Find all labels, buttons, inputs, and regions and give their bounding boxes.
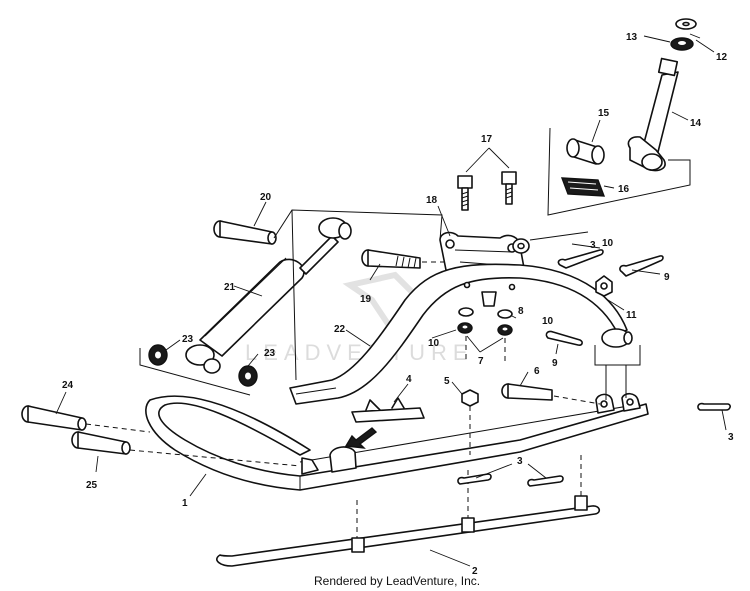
ski[interactable] (145, 392, 649, 491)
callout-3-bottom: 3 (517, 456, 523, 467)
pin-24[interactable] (21, 405, 87, 431)
washer-8[interactable] (458, 307, 513, 319)
washer-13[interactable] (670, 37, 694, 51)
bolt-19[interactable] (361, 249, 421, 269)
cotter-pin-3-right[interactable] (697, 402, 731, 411)
callout-20: 20 (260, 192, 272, 203)
callout-19: 19 (360, 294, 372, 305)
cotter-pin-3-top[interactable] (557, 249, 604, 269)
callout-labels: 12 13 14 15 16 17 18 20 21 19 22 23 23 2… (62, 32, 734, 577)
bolt-17-left[interactable] (457, 175, 473, 211)
bolt-6[interactable] (501, 383, 553, 401)
callout-21: 21 (224, 282, 236, 293)
callout-14: 14 (690, 118, 702, 129)
washer-12[interactable] (675, 18, 697, 30)
callout-3-top: 3 (590, 240, 596, 251)
spring-mount-leg (605, 365, 627, 400)
watermark-text: LEADVENTURE (245, 340, 474, 365)
bracket-4[interactable] (351, 397, 425, 423)
callout-9-middle: 9 (552, 358, 558, 369)
leader-lines (55, 33, 727, 567)
nut-5[interactable] (461, 389, 479, 407)
callout-16: 16 (618, 184, 630, 195)
cotter-pin-3-lower-right[interactable] (527, 475, 564, 487)
cotter-pin-9-middle[interactable] (545, 330, 583, 346)
nut-7-right[interactable] (497, 324, 513, 336)
nut-7-left[interactable] (457, 322, 473, 334)
bolt-17-right[interactable] (501, 171, 517, 205)
bushing-23-left[interactable] (148, 344, 168, 366)
pin-25-axis (129, 449, 301, 467)
leaf-spring[interactable] (289, 263, 633, 405)
bracket-4-arrow (344, 427, 378, 449)
rubber-pad[interactable] (560, 177, 606, 197)
callout-8: 8 (518, 306, 524, 317)
callout-22: 22 (334, 324, 346, 335)
callout-18: 18 (426, 195, 438, 206)
callout-11: 11 (626, 310, 637, 321)
credit-text: Rendered by LeadVenture, Inc. (314, 574, 480, 588)
pin-20-path (273, 209, 443, 241)
callout-15: 15 (598, 108, 610, 119)
callout-13: 13 (626, 32, 638, 43)
callout-5: 5 (444, 376, 450, 387)
callout-25: 25 (86, 480, 98, 491)
cotter-pin-9-top[interactable] (619, 255, 664, 277)
pin-25[interactable] (71, 431, 131, 455)
cotter-pin-3-lower-left[interactable] (457, 473, 492, 485)
callout-10-top: 10 (602, 238, 614, 249)
callout-23-left: 23 (182, 334, 194, 345)
callout-10-right: 10 (542, 316, 554, 327)
callout-12: 12 (716, 52, 728, 63)
callout-3-right: 3 (728, 432, 734, 443)
callout-17: 17 (481, 134, 493, 145)
washer-10[interactable] (512, 238, 530, 254)
nut-11[interactable] (595, 275, 613, 297)
shock-group-outline (139, 209, 297, 396)
callout-4: 4 (406, 374, 412, 385)
callout-23-right: 23 (264, 348, 276, 359)
bolt-6-axis (553, 395, 601, 405)
shock-absorber[interactable] (185, 217, 352, 374)
callout-9-top: 9 (664, 272, 670, 283)
callout-1: 1 (182, 498, 188, 509)
spring-mount-outline (594, 345, 641, 366)
wear-bar[interactable] (216, 455, 601, 567)
pin-20[interactable] (213, 220, 277, 245)
pin-24-axis (85, 423, 151, 433)
bushing-23-right[interactable] (238, 365, 258, 387)
spindle[interactable] (627, 57, 679, 172)
callout-24: 24 (62, 380, 74, 391)
callout-2: 2 (472, 566, 478, 577)
callout-6: 6 (534, 366, 540, 377)
callout-7: 7 (478, 356, 484, 367)
bushing[interactable] (566, 138, 605, 165)
spindle-group-outline (547, 127, 691, 216)
callout-10-left: 10 (428, 338, 440, 349)
